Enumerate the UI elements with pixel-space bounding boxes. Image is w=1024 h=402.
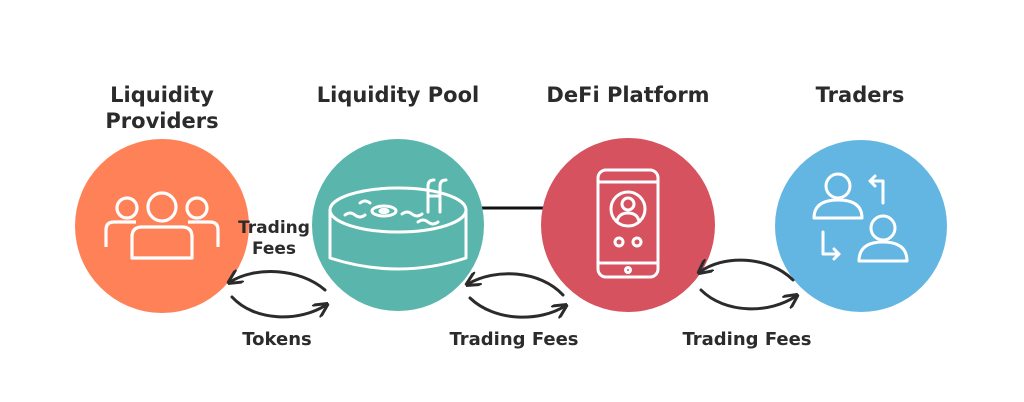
providers-title-line1: Liquidity — [110, 83, 214, 107]
node-defi-platform — [541, 138, 715, 312]
traders-title: Traders — [815, 83, 905, 107]
providers-title: Liquidity Providers — [92, 82, 232, 134]
swimming-pool-icon — [328, 178, 468, 271]
edge-label-trading-fees-top: Trading Fees — [228, 218, 320, 260]
edge-arrows-platform-traders — [700, 258, 796, 311]
smartphone-app-icon — [596, 168, 660, 279]
edge-label-trading-fees-middle: Trading Fees — [449, 329, 579, 350]
edge-label-tokens: Tokens — [242, 329, 312, 350]
node-liquidity-pool — [312, 139, 484, 311]
traders-circle — [775, 140, 947, 312]
pool-title: Liquidity Pool — [316, 83, 480, 107]
people-exchange-icon — [812, 172, 909, 263]
edge-label-top-line1: Trading — [238, 218, 310, 238]
edge-label-top-line2: Fees — [251, 239, 297, 259]
providers-title-line2: Providers — [105, 109, 219, 133]
group-of-people-icon — [104, 191, 220, 260]
edge-label-trading-fees-right: Trading Fees — [682, 329, 812, 350]
platform-title: DeFi Platform — [546, 83, 710, 107]
edge-arrows-pool-platform — [468, 274, 565, 317]
node-traders — [775, 140, 947, 312]
node-liquidity-providers — [75, 139, 249, 313]
edge-arrows-providers-pool — [230, 272, 326, 319]
pool-circle — [312, 139, 484, 311]
